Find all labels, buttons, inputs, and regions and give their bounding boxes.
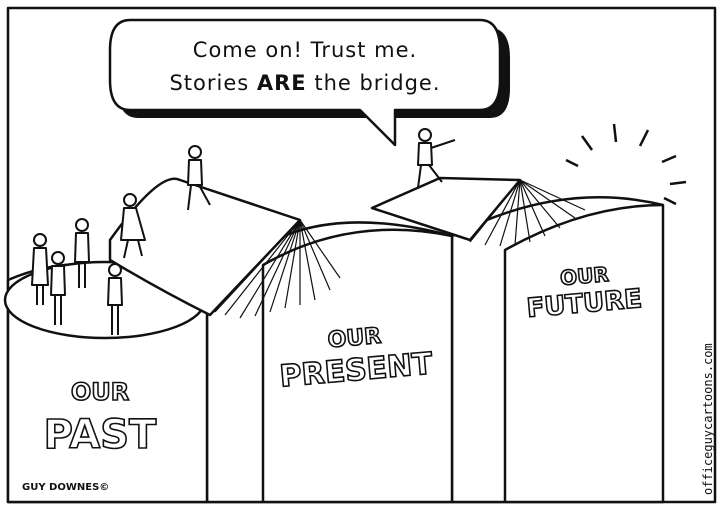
future-label-our: OUR xyxy=(559,262,610,290)
past-label: PAST xyxy=(44,412,157,458)
speech-bubble xyxy=(108,18,502,147)
book-bridge-past-present xyxy=(108,177,302,317)
artist-signature: GUY DOWNES© xyxy=(22,482,109,493)
sparkle-lines xyxy=(565,123,687,206)
website-credit: officeguycartoons.com xyxy=(701,343,715,495)
future-pillar xyxy=(450,196,665,504)
speech-line-1: Come on! Trust me. xyxy=(193,38,417,62)
people-group xyxy=(31,128,456,335)
speech-line-2: Stories ARE the bridge. xyxy=(169,71,440,95)
past-label-our: OUR xyxy=(71,378,129,406)
present-label-our: OUR xyxy=(327,324,383,354)
